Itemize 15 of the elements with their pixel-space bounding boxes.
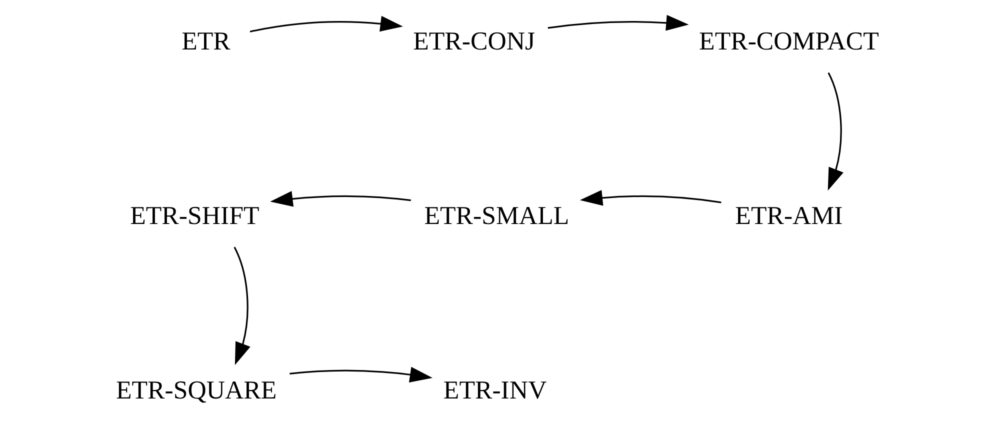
arrow — [233, 246, 250, 366]
arrow — [270, 191, 410, 207]
node-text: ETR — [181, 26, 230, 56]
node-text: ETR-INV — [442, 376, 546, 405]
node-text: ETR-SMALL — [424, 201, 569, 230]
node-text: ETR-COMPACT — [698, 26, 878, 56]
arrow — [249, 16, 402, 32]
node-text: ETR-AMI — [734, 201, 842, 230]
arrow — [579, 190, 721, 206]
arrow — [289, 366, 432, 382]
node-text: ETR-CONJ — [412, 26, 535, 56]
arrow — [827, 72, 843, 191]
arrow — [547, 14, 688, 31]
node-text: ETR-SHIFT — [130, 201, 259, 230]
node-text: ETR-SQUARE — [115, 376, 276, 405]
